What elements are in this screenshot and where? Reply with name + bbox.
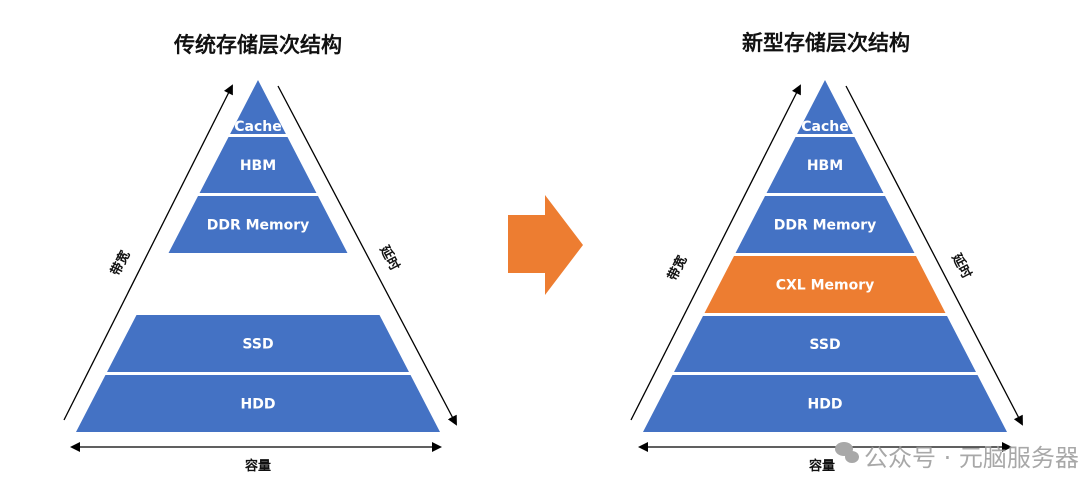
left-bandwidth-arrow	[63, 84, 233, 421]
layer-hdd	[76, 375, 440, 432]
right-capacity-label: 容量	[808, 458, 835, 474]
left-latency-label: 延时	[376, 242, 403, 273]
left-latency-arrow	[277, 85, 457, 426]
layer-label-cache: Cache	[234, 119, 281, 135]
layer-label-ddr-memory: DDR Memory	[774, 218, 877, 234]
right-latency-arrow	[845, 85, 1023, 426]
layer-cache	[230, 80, 286, 134]
layer-cache	[797, 80, 853, 134]
right-latency-label: 延时	[948, 250, 975, 281]
right-bandwidth-label: 带宽	[664, 253, 690, 283]
watermark: 公众号 · 元脑服务器	[835, 442, 1079, 472]
layer-ddr-memory	[735, 196, 915, 253]
layer-hdd	[643, 375, 1007, 432]
transition-arrow-icon	[508, 195, 583, 295]
right-title: 新型存储层次结构	[742, 31, 910, 55]
wechat-icon	[835, 442, 859, 463]
layer-label-cxl-memory: CXL Memory	[776, 278, 875, 294]
left-bandwidth-label: 带宽	[107, 248, 133, 278]
layer-ssd	[107, 315, 409, 372]
layer-label-hdd: HDD	[808, 397, 843, 413]
left-title: 传统存储层次结构	[173, 33, 342, 57]
layer-label-ssd: SSD	[242, 337, 273, 353]
right-bandwidth-arrow	[630, 84, 801, 421]
layer-label-ddr-memory: DDR Memory	[207, 218, 310, 234]
layer-hbm	[199, 137, 317, 193]
layer-label-cache: Cache	[801, 119, 848, 135]
layer-label-hbm: HBM	[807, 158, 843, 174]
layer-ssd	[674, 316, 976, 372]
left-capacity-label: 容量	[244, 458, 271, 474]
layer-label-hdd: HDD	[241, 397, 276, 413]
layer-label-ssd: SSD	[809, 337, 840, 353]
layer-label-hbm: HBM	[240, 158, 276, 174]
layer-hbm	[766, 137, 884, 193]
layer-ddr-memory	[168, 196, 348, 253]
layer-cxl-memory	[704, 256, 946, 313]
watermark-text: 公众号 · 元脑服务器	[864, 444, 1079, 472]
